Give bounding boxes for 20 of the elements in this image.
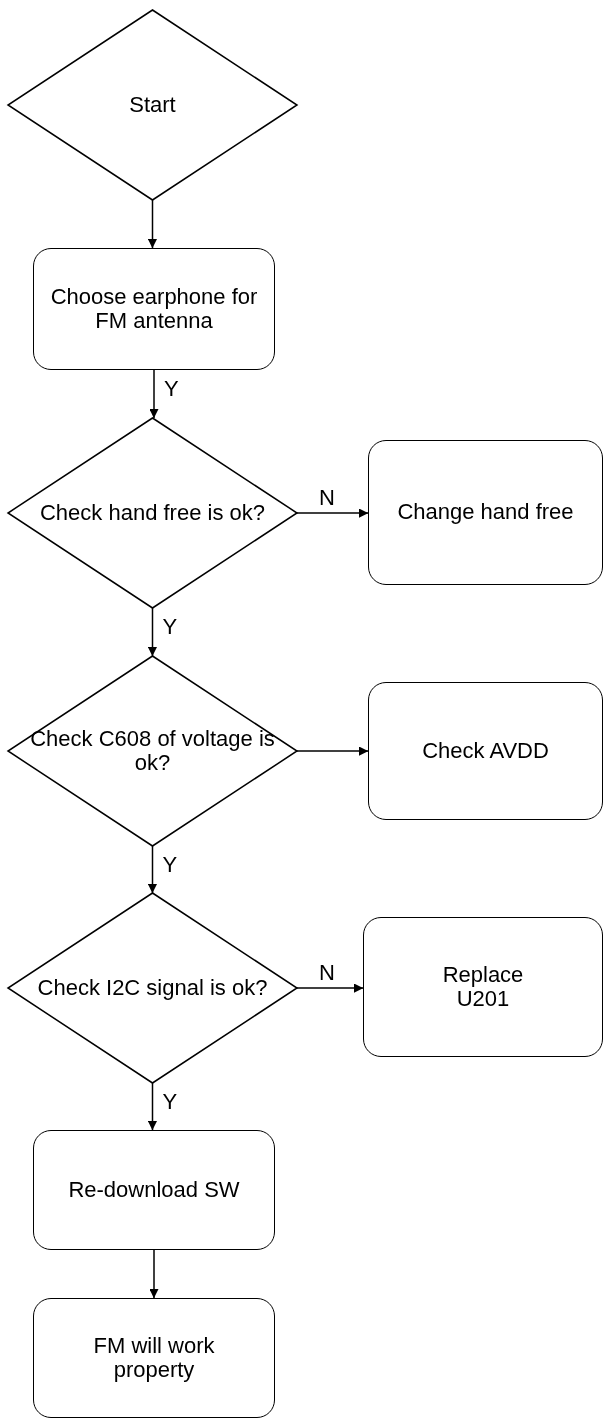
decision-diamond [8,10,297,200]
decision-diamond [8,893,297,1083]
node-text: Check AVDD [422,738,549,764]
node-text: Replace U201 [441,962,525,1012]
node-text: Check C608 of voltage is ok? [29,726,276,776]
node-text: Re-download SW [68,1177,240,1203]
process-box [33,248,275,370]
node-text: FM will work property [92,1333,216,1383]
process-box [363,917,603,1057]
process-box [33,1130,275,1250]
node-text: Start [129,92,176,118]
decision-diamond [8,656,297,846]
node-text: Choose earphone for FM antenna [49,284,259,334]
process-box [368,440,603,585]
process-box [33,1298,275,1418]
node-text: Check I2C signal is ok? [37,975,268,1001]
decision-diamond [8,418,297,608]
process-box [368,682,603,820]
node-text: Check hand free is ok? [40,500,265,526]
node-text: Change hand free [397,500,574,525]
